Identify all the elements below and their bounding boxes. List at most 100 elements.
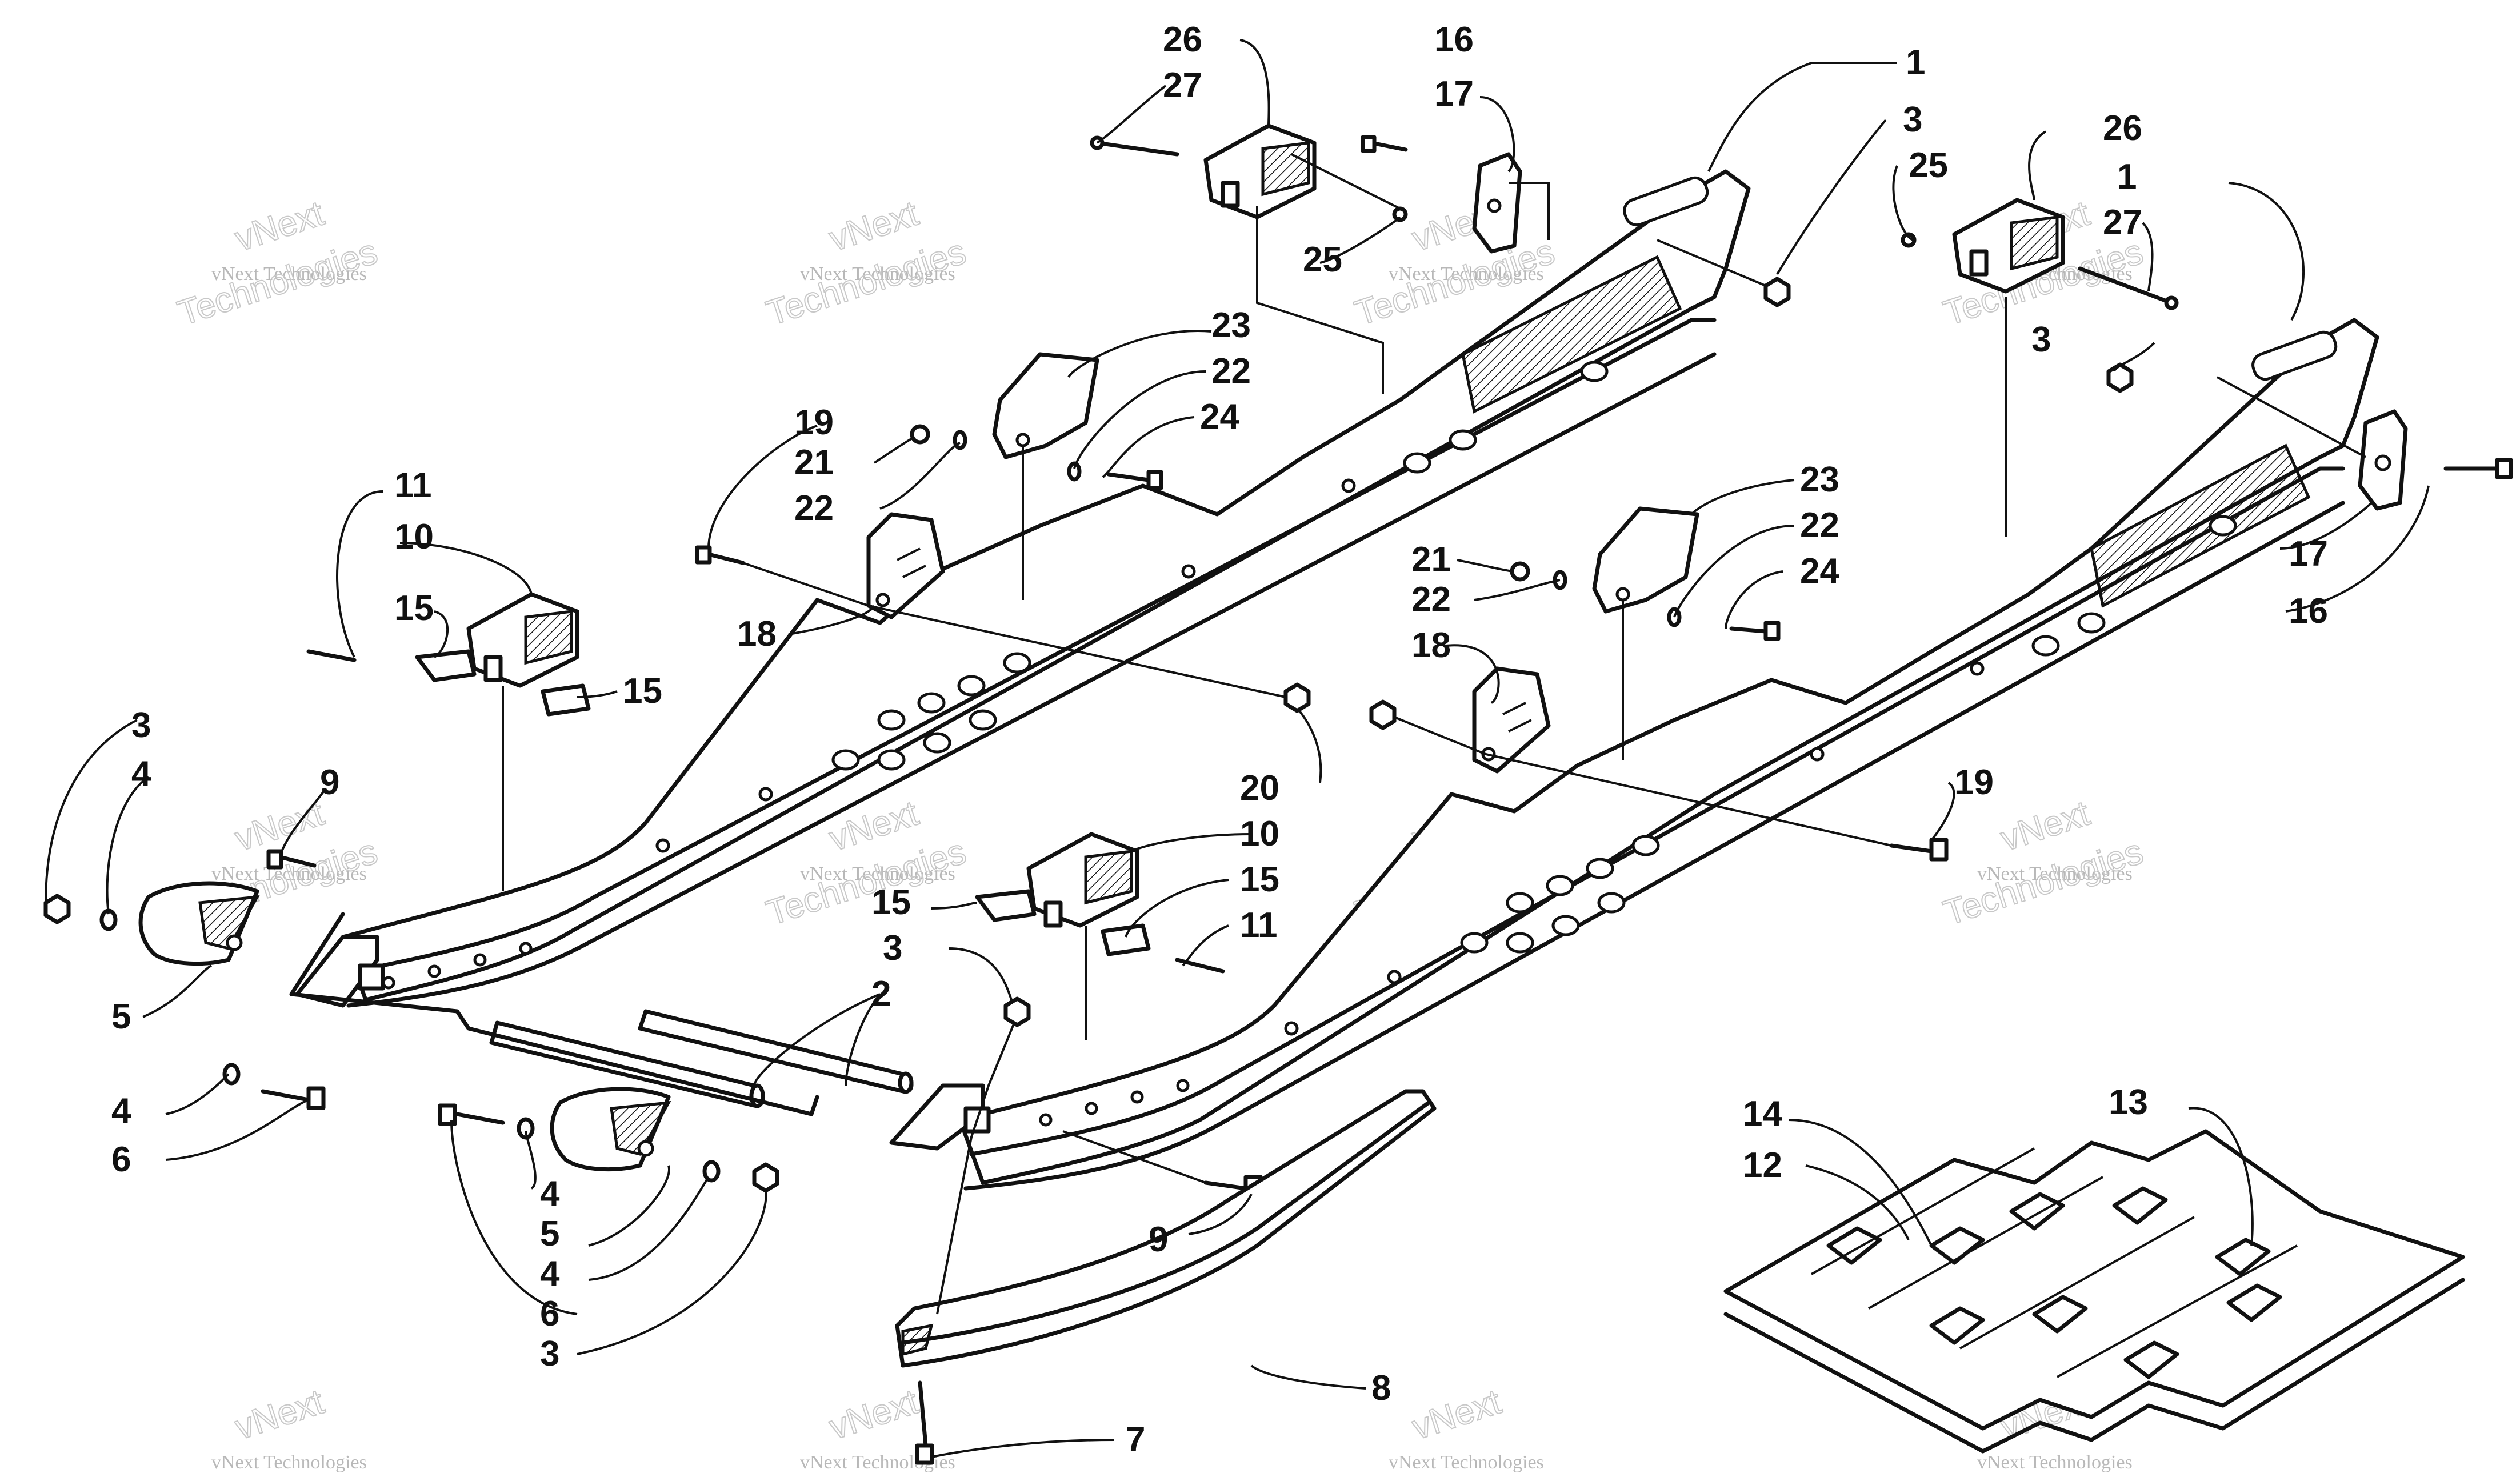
bolt-head bbox=[1361, 135, 1377, 153]
left-slide-rail bbox=[341, 169, 1751, 1008]
block-26-right bbox=[1952, 198, 2065, 294]
pin-11-left bbox=[306, 649, 357, 662]
callout-13: 13 bbox=[2109, 1083, 2148, 1122]
wear-strip-end bbox=[901, 1323, 934, 1356]
bolt-7 bbox=[918, 1380, 928, 1448]
nut-3 bbox=[1763, 277, 1791, 307]
watermark: vNext Technologies bbox=[800, 263, 955, 285]
bolt-6-right bbox=[455, 1112, 505, 1125]
left-rail-slot bbox=[1623, 176, 1709, 227]
left-tip-pad bbox=[358, 963, 385, 991]
bracket-18-right bbox=[1472, 666, 1551, 774]
leader-lines bbox=[45, 39, 2430, 1458]
bolt-head bbox=[915, 1443, 934, 1465]
callout-7: 7 bbox=[1126, 1420, 1145, 1459]
left-rail-flange bbox=[352, 318, 1717, 974]
watermark: vNext Technologies bbox=[1977, 1452, 2133, 1473]
bolt-24-left bbox=[1106, 472, 1151, 482]
callout-22: 22 bbox=[1411, 580, 1451, 619]
callout-3: 3 bbox=[1903, 100, 1922, 139]
assembly-line bbox=[936, 1022, 1015, 1315]
block-slot bbox=[1221, 181, 1240, 208]
right-rail-hatch bbox=[2090, 443, 2311, 608]
callout-1: 1 bbox=[2117, 157, 2137, 197]
block-slot bbox=[1043, 900, 1063, 928]
callout-5: 5 bbox=[540, 1214, 559, 1254]
bracket-15-right bbox=[541, 683, 591, 717]
left-rail-body bbox=[341, 169, 1751, 1002]
nut-3 bbox=[43, 894, 71, 924]
wear-strip-body bbox=[895, 1089, 1437, 1368]
watermark: vNext Technologies bbox=[1389, 263, 1544, 285]
assembly-line bbox=[1657, 239, 1766, 287]
block-slot bbox=[1969, 249, 1989, 277]
idler-wheel-right bbox=[550, 1087, 671, 1172]
callout-26: 26 bbox=[1163, 20, 1202, 59]
callout-12: 12 bbox=[1743, 1146, 1782, 1185]
watermark-large: vNext bbox=[230, 194, 329, 259]
callout-24: 24 bbox=[1200, 397, 1239, 437]
nut-3 bbox=[752, 1162, 779, 1193]
callout-10: 10 bbox=[394, 517, 434, 557]
right-rail-body bbox=[958, 318, 2379, 1185]
callout-14: 14 bbox=[1743, 1094, 1782, 1134]
callout-25: 25 bbox=[1303, 240, 1342, 279]
bracket-17-right bbox=[2358, 409, 2408, 511]
bracket-15-left bbox=[975, 889, 1037, 922]
callout-17: 17 bbox=[1434, 74, 1474, 114]
bolt-27-left bbox=[1095, 141, 1179, 157]
callout-11: 11 bbox=[1240, 906, 1278, 945]
callout-4: 4 bbox=[540, 1174, 560, 1214]
bolt-head bbox=[1763, 621, 1781, 641]
left-front-tip bbox=[295, 935, 379, 1008]
cross-shafts bbox=[289, 912, 914, 1116]
callout-16: 16 bbox=[2289, 591, 2328, 631]
callout-11: 11 bbox=[394, 466, 432, 505]
assembly-line bbox=[1394, 716, 1892, 847]
track-belt-edge bbox=[1723, 1278, 2465, 1454]
nut-20 bbox=[1283, 682, 1311, 713]
callout-25: 25 bbox=[1909, 146, 1948, 185]
bolt-9-left bbox=[278, 855, 317, 868]
assembly-line bbox=[1062, 1130, 1206, 1184]
callout-24: 24 bbox=[1800, 551, 1839, 591]
block-hatch bbox=[524, 610, 573, 665]
bracket-17-left bbox=[1472, 152, 1522, 254]
nut-3 bbox=[1003, 996, 1031, 1027]
callout-9: 9 bbox=[1149, 1220, 1168, 1259]
callout-19: 19 bbox=[1954, 763, 1994, 802]
callout-21: 21 bbox=[794, 443, 834, 482]
wheel-hub bbox=[637, 1140, 654, 1157]
bolt-16-left bbox=[1369, 141, 1408, 152]
callout-6: 6 bbox=[111, 1140, 131, 1179]
bracket-hole bbox=[1615, 587, 1630, 602]
fasteners bbox=[43, 135, 2513, 1465]
washer-4 bbox=[222, 1063, 241, 1086]
bolt-19-left bbox=[706, 552, 745, 565]
assembly-lines bbox=[502, 153, 2366, 1315]
callout-17: 17 bbox=[2289, 534, 2328, 574]
callout-15: 15 bbox=[1240, 860, 1279, 899]
watermark-large: vNext bbox=[230, 1382, 329, 1448]
watermark: vNext Technologies bbox=[211, 263, 367, 285]
callout-1: 1 bbox=[1906, 43, 1925, 82]
left-rail-hatch bbox=[1461, 255, 1682, 414]
callout-27: 27 bbox=[1163, 66, 1202, 105]
callout-6: 6 bbox=[540, 1294, 559, 1334]
bracket-hole bbox=[875, 593, 890, 607]
bolt-head bbox=[1146, 470, 1163, 490]
washer-4 bbox=[517, 1117, 535, 1140]
callout-4: 4 bbox=[540, 1254, 560, 1294]
right-slide-rail bbox=[958, 318, 2379, 1191]
watermark-large: vNext bbox=[1996, 794, 2094, 859]
bolt-head bbox=[1929, 838, 1949, 862]
left-rail-holes bbox=[382, 361, 1609, 990]
bolt-9-right bbox=[1203, 1180, 1248, 1191]
block-slot bbox=[483, 655, 503, 682]
bracket-body bbox=[1592, 506, 1699, 614]
track-rods bbox=[1811, 1147, 2298, 1378]
watermark-large: vNext bbox=[825, 1382, 923, 1448]
callout-15: 15 bbox=[623, 671, 662, 711]
